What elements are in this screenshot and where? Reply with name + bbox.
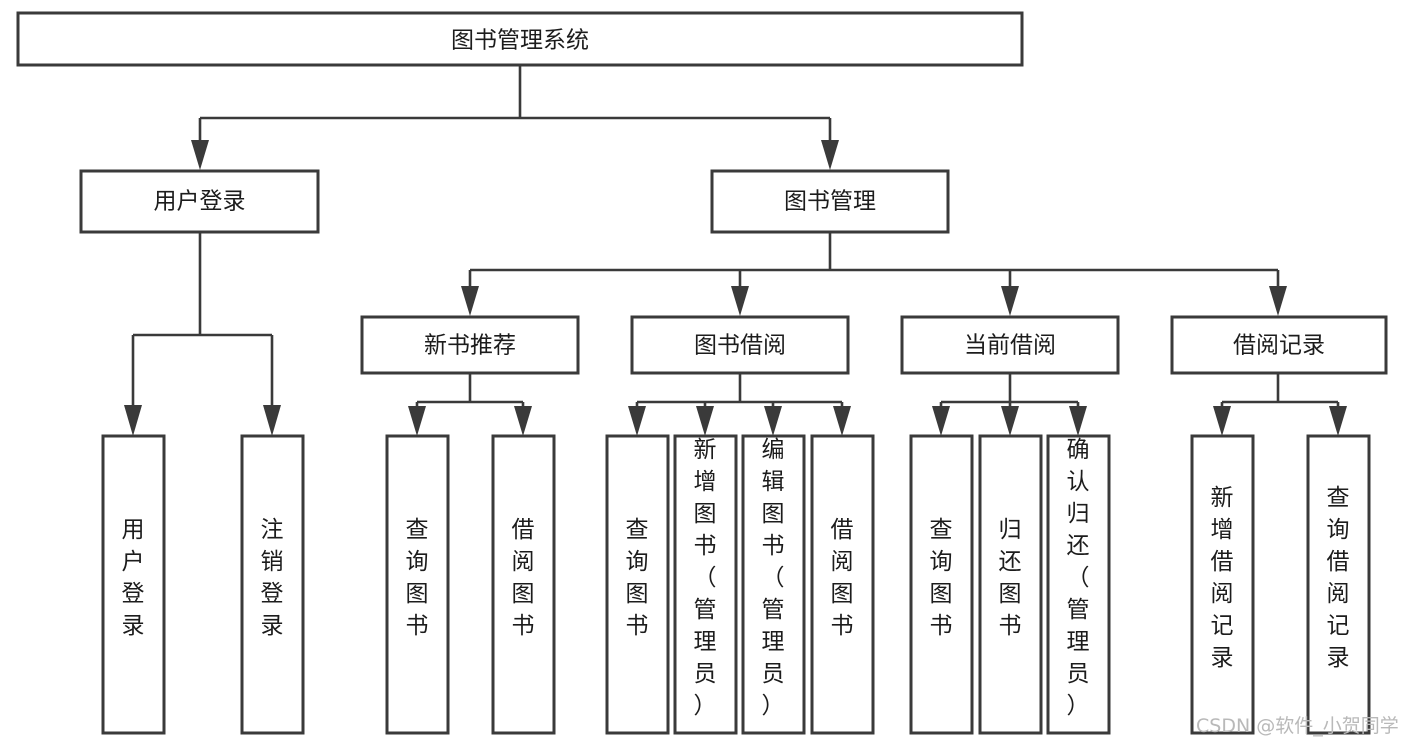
node-leaf-borrow-book-2-label: 借阅图书 — [831, 517, 854, 639]
node-leaf-add-record[interactable]: 新增借阅记录 — [1190, 434, 1255, 735]
arrow-head-leaf-query-record — [1329, 406, 1347, 436]
node-leaf-add-book[interactable]: 新增图书（管理员） — [673, 434, 738, 735]
connector-group-root — [191, 65, 839, 170]
arrow-head-book-manage — [821, 140, 839, 170]
connector-group-new-book-recommend — [408, 373, 532, 436]
node-leaf-return-book-box[interactable] — [978, 434, 1043, 735]
node-leaf-edit-book-label: 编辑图书（管理员） — [762, 437, 785, 719]
connector-group-user-login — [124, 232, 281, 436]
node-leaf-query-record-box[interactable] — [1306, 434, 1371, 735]
node-book-borrow-box[interactable] — [630, 315, 850, 375]
arrow-head-leaf-user-login — [124, 405, 142, 436]
arrow-head-leaf-borrow-book-1 — [514, 406, 532, 436]
node-leaf-borrow-book-1-box[interactable] — [491, 434, 556, 735]
node-book-manage-label: 图书管理 — [784, 189, 876, 215]
node-leaf-borrow-book-1[interactable]: 借阅图书 — [491, 434, 556, 735]
node-current-borrow-box[interactable] — [900, 315, 1120, 375]
node-leaf-user-logout-box[interactable] — [240, 434, 305, 735]
node-leaf-query-book-1-box[interactable] — [385, 434, 450, 735]
connector-group-borrow-record — [1213, 373, 1347, 436]
node-leaf-query-book-1-label: 查询图书 — [406, 517, 429, 639]
node-leaf-add-record-label: 新增借阅记录 — [1211, 485, 1234, 671]
connector-group-book-manage — [461, 232, 1287, 316]
node-leaf-query-book-3[interactable]: 查询图书 — [909, 434, 974, 735]
node-leaf-borrow-book-2[interactable]: 借阅图书 — [810, 434, 875, 735]
arrow-head-book-borrow — [731, 286, 749, 316]
node-leaf-query-record[interactable]: 查询借阅记录 — [1306, 434, 1371, 735]
node-leaf-query-book-2[interactable]: 查询图书 — [605, 434, 670, 735]
node-leaf-user-logout-label: 注销登录 — [261, 517, 284, 639]
node-book-borrow[interactable]: 图书借阅 — [630, 315, 850, 375]
arrow-head-leaf-query-book-2 — [628, 406, 646, 436]
node-user-login[interactable]: 用户登录 — [79, 169, 320, 234]
node-user-login-label: 用户登录 — [154, 189, 246, 215]
node-user-login-box[interactable] — [79, 169, 320, 234]
arrow-head-leaf-user-logout — [263, 405, 281, 436]
arrow-head-user-login — [191, 140, 209, 170]
node-root-label: 图书管理系统 — [451, 28, 589, 54]
node-root-box[interactable] — [16, 11, 1024, 67]
csdn-watermark: CSDN @软件_小贺同学 — [1196, 715, 1399, 737]
node-leaf-add-book-label: 新增图书（管理员） — [694, 437, 717, 719]
arrow-head-leaf-edit-book — [764, 406, 782, 436]
node-root[interactable]: 图书管理系统 — [16, 11, 1024, 67]
node-book-borrow-label: 图书借阅 — [694, 333, 786, 359]
node-borrow-record[interactable]: 借阅记录 — [1170, 315, 1388, 375]
node-borrow-record-box[interactable] — [1170, 315, 1388, 375]
node-leaf-edit-book-box[interactable] — [741, 434, 806, 735]
arrow-head-leaf-return-book — [1001, 406, 1019, 436]
arrow-head-leaf-confirm-return — [1069, 406, 1087, 436]
node-new-book-recommend-label: 新书推荐 — [424, 333, 516, 359]
arrow-head-leaf-query-book-1 — [408, 406, 426, 436]
node-new-book-recommend-box[interactable] — [360, 315, 580, 375]
node-leaf-confirm-return-label: 确认归还（管理员） — [1067, 437, 1090, 719]
node-leaf-user-logout[interactable]: 注销登录 — [240, 434, 305, 735]
arrow-head-borrow-record — [1269, 286, 1287, 316]
arrow-head-leaf-add-book — [696, 406, 714, 436]
node-borrow-record-label: 借阅记录 — [1233, 333, 1325, 359]
node-leaf-query-book-2-label: 查询图书 — [626, 517, 649, 639]
node-leaf-borrow-book-1-label: 借阅图书 — [512, 517, 535, 639]
connector-group-book-borrow — [628, 373, 851, 436]
node-book-manage[interactable]: 图书管理 — [710, 169, 950, 234]
arrow-head-leaf-add-record — [1213, 406, 1231, 436]
node-book-manage-box[interactable] — [710, 169, 950, 234]
arrow-head-new-book-recommend — [461, 286, 479, 316]
node-leaf-query-book-3-box[interactable] — [909, 434, 974, 735]
node-leaf-confirm-return[interactable]: 确认归还（管理员） — [1046, 434, 1111, 735]
node-leaf-return-book-label: 归还图书 — [999, 517, 1022, 639]
node-current-borrow-label: 当前借阅 — [964, 333, 1056, 359]
node-new-book-recommend[interactable]: 新书推荐 — [360, 315, 580, 375]
node-leaf-edit-book[interactable]: 编辑图书（管理员） — [741, 434, 806, 735]
node-leaf-user-login-box[interactable] — [101, 434, 166, 735]
node-leaf-add-book-box[interactable] — [673, 434, 738, 735]
node-leaf-confirm-return-box[interactable] — [1046, 434, 1111, 735]
arrow-head-current-borrow — [1001, 286, 1019, 316]
node-leaf-borrow-book-2-box[interactable] — [810, 434, 875, 735]
node-leaf-user-login-label: 用户登录 — [122, 517, 145, 639]
arrow-head-leaf-query-book-3 — [932, 406, 950, 436]
node-leaf-return-book[interactable]: 归还图书 — [978, 434, 1043, 735]
node-leaf-query-book-1[interactable]: 查询图书 — [385, 434, 450, 735]
node-leaf-query-book-2-box[interactable] — [605, 434, 670, 735]
node-leaf-user-login[interactable]: 用户登录 — [101, 434, 166, 735]
connector-group-current-borrow — [932, 373, 1087, 436]
arrow-head-leaf-borrow-book-2 — [833, 406, 851, 436]
node-leaf-query-book-3-label: 查询图书 — [930, 517, 953, 639]
node-leaf-add-record-box[interactable] — [1190, 434, 1255, 735]
node-current-borrow[interactable]: 当前借阅 — [900, 315, 1120, 375]
node-leaf-query-record-label: 查询借阅记录 — [1327, 485, 1350, 671]
